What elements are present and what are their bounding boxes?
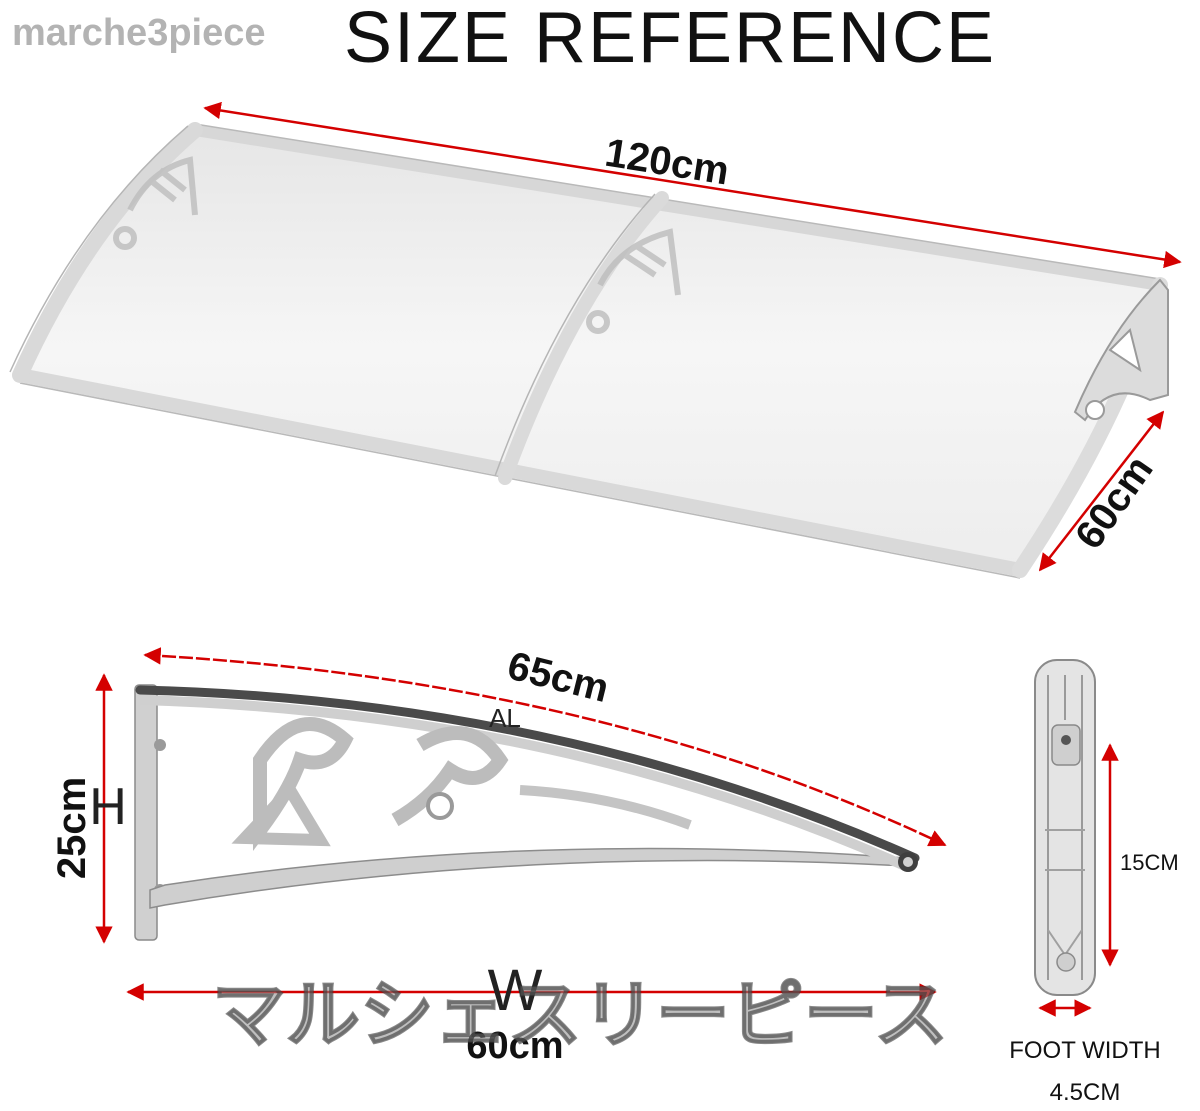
japanese-watermark: マルシェスリーピース <box>212 973 948 1056</box>
foot-illustration <box>1034 659 1096 996</box>
bracket-lower-strut <box>149 847 906 909</box>
canopy-illustration <box>9 122 1169 579</box>
width-letter: W <box>488 958 543 1023</box>
width-label: 60cm <box>466 1025 563 1067</box>
arc-length-label: 65cm <box>503 644 613 711</box>
arc-length-arrow <box>143 647 947 847</box>
foot-width-title: FOOT WIDTH <box>1009 1037 1161 1064</box>
shop-watermark: marche3piece <box>12 12 266 54</box>
material-label: AL <box>489 703 521 733</box>
page-title: SIZE REFERENCE <box>344 0 996 78</box>
canopy-left-arc <box>12 122 203 383</box>
foot-width-label: 4.5CM <box>1050 1079 1121 1106</box>
canopy-bracket-ghost-left <box>113 156 198 250</box>
length-label: 120cm <box>602 131 732 194</box>
height-letter: H <box>89 778 127 836</box>
bracket-illustration <box>134 684 920 941</box>
bracket-round-hole <box>426 792 454 820</box>
canopy-bracket-right <box>1073 278 1169 422</box>
length-arrow <box>203 101 1182 269</box>
depth-arrow <box>1038 410 1165 572</box>
foot-height-label: 15CM <box>1120 850 1179 875</box>
canopy-front-rail <box>13 368 1027 577</box>
height-label: 25cm <box>50 777 94 879</box>
